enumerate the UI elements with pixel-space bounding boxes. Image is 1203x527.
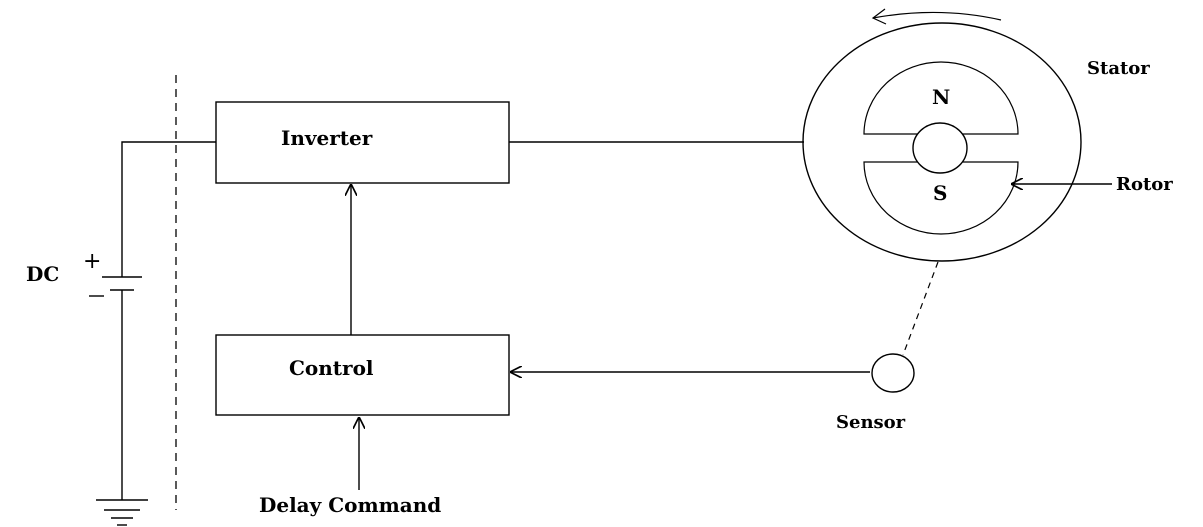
north-pole-magnet: [863, 61, 1019, 135]
stator-ring: [802, 22, 1082, 262]
rotation-arrow-head: [871, 8, 887, 25]
rotor-shaft: [912, 122, 968, 174]
sensor-link-dashed: [902, 261, 939, 356]
south-pole-label: S: [933, 181, 947, 205]
sensor-label: Sensor: [836, 412, 906, 433]
control-label: Control: [289, 356, 374, 380]
dc-plus-sign: +: [83, 249, 101, 274]
dc-label: DC: [26, 262, 59, 286]
ground-symbol: [96, 499, 148, 526]
delay-command-label: Delay Command: [259, 493, 441, 517]
rotor-label: Rotor: [1116, 174, 1173, 195]
north-pole-label: N: [932, 85, 950, 109]
control-box: [215, 334, 510, 416]
sensor-circle: [871, 353, 915, 393]
inverter-label: Inverter: [281, 126, 373, 150]
rotation-direction-arrow: [872, 11, 1002, 21]
dc-supply-wire: [121, 141, 216, 277]
stator-label: Stator: [1087, 58, 1150, 79]
